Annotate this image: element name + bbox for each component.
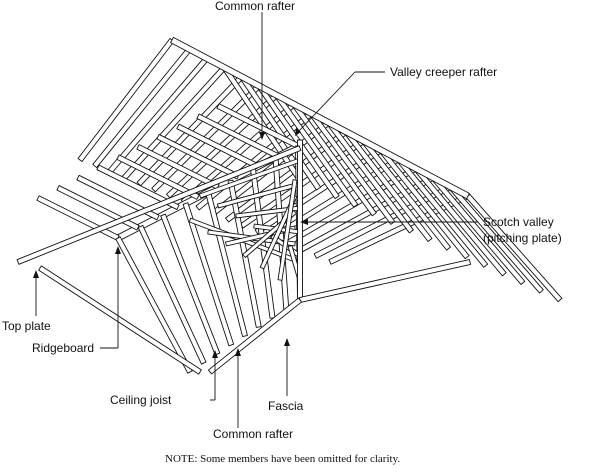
label-fascia: Fascia bbox=[268, 399, 304, 413]
label-pitching-plate: (pitching plate) bbox=[483, 231, 562, 245]
arrowhead bbox=[259, 132, 265, 140]
label-top-plate: Top plate bbox=[2, 319, 51, 333]
common-rafter bbox=[137, 224, 207, 365]
arrowhead bbox=[212, 350, 218, 358]
roof-framing-members bbox=[16, 36, 563, 375]
fascia bbox=[207, 297, 303, 375]
common-rafter bbox=[56, 185, 140, 231]
note-text: NOTE: Some members have been omitted for… bbox=[165, 453, 400, 465]
leader-valley-creeper-diag bbox=[297, 71, 356, 133]
arrowhead bbox=[115, 246, 121, 254]
label-ceiling-joist: Ceiling joist bbox=[110, 393, 172, 407]
label-common-rafter-top: Common rafter bbox=[215, 0, 295, 13]
scotch-valley bbox=[297, 139, 303, 301]
common-rafter bbox=[116, 154, 200, 200]
fascia bbox=[299, 259, 471, 303]
common-rafter bbox=[36, 195, 120, 241]
ridgeboard bbox=[170, 36, 470, 200]
common-rafter bbox=[96, 164, 180, 211]
common-rafter bbox=[160, 213, 221, 356]
common-rafter bbox=[156, 133, 240, 180]
arrowhead bbox=[33, 270, 39, 278]
label-ridgeboard: Ridgeboard bbox=[32, 341, 94, 355]
arrowhead bbox=[235, 348, 241, 356]
arrowhead bbox=[284, 338, 290, 346]
label-scotch-valley: Scotch valley bbox=[483, 215, 554, 229]
common-rafter bbox=[76, 174, 160, 221]
valley-creeper-rafter bbox=[277, 179, 298, 281]
top-plate bbox=[16, 145, 302, 265]
common-rafter bbox=[115, 236, 193, 374]
arrowhead bbox=[300, 219, 308, 225]
label-valley-creeper-rafter: Valley creeper rafter bbox=[390, 65, 497, 79]
label-common-rafter-bottom: Common rafter bbox=[213, 427, 293, 441]
common-rafter bbox=[136, 144, 220, 190]
ceiling-joist bbox=[38, 265, 202, 375]
common-rafter bbox=[182, 202, 235, 347]
arrowhead bbox=[295, 128, 301, 136]
